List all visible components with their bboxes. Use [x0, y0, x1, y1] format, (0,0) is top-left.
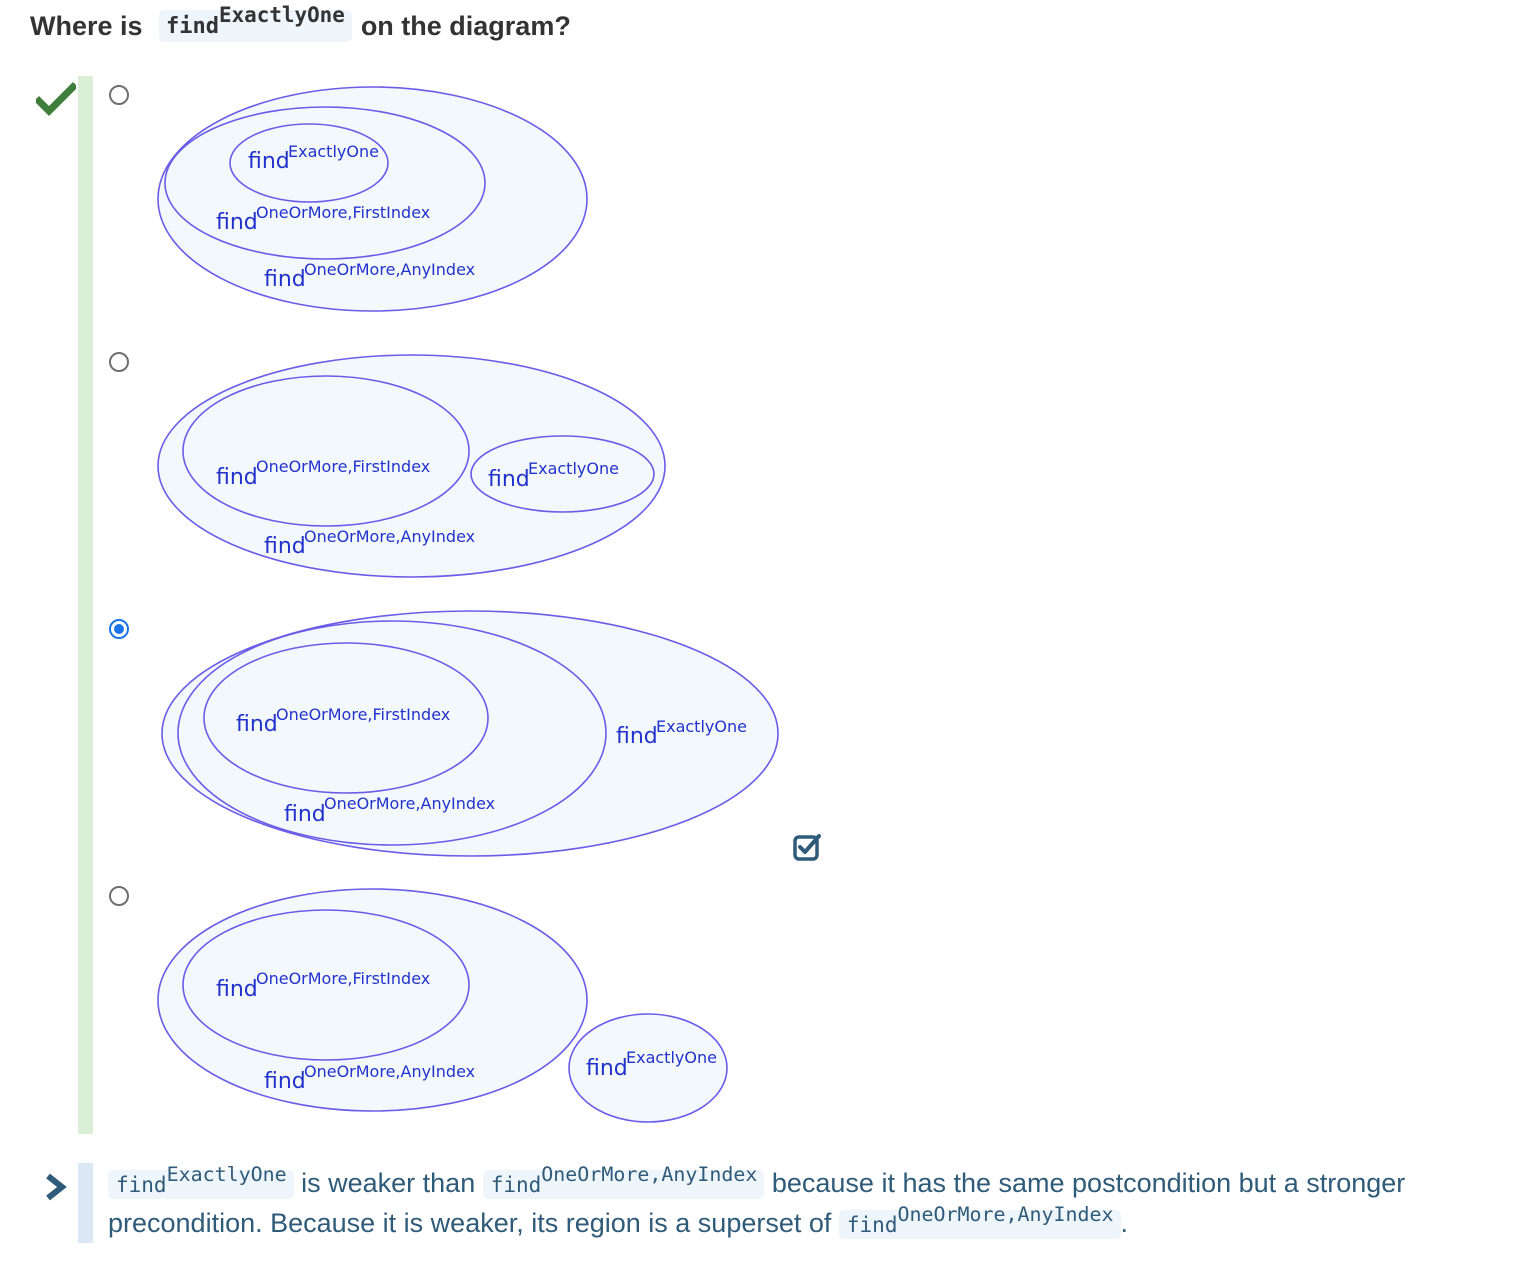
label-exactly-one: ExactlyOne	[528, 459, 619, 478]
question-title: Where is findExactlyOne on the diagram?	[30, 4, 571, 46]
explanation-code-1: findExactlyOne	[108, 1164, 294, 1199]
label-first-index: OneOrMore,FirstIndex	[256, 203, 430, 222]
explanation-code-3: findOneOrMore,AnyIndex	[838, 1204, 1121, 1239]
region-first-index	[203, 642, 489, 794]
option-3-radio[interactable]	[109, 619, 129, 639]
label-find: find	[586, 1056, 628, 1081]
explanation-text-1: is weaker than	[293, 1168, 483, 1198]
region-exactly-one	[568, 1013, 728, 1123]
label-find: find	[616, 724, 658, 749]
region-first-index	[182, 909, 470, 1061]
code-sup: ExactlyOne	[166, 1162, 287, 1187]
label-find: find	[216, 465, 258, 490]
explanation-indicator-bar	[78, 1163, 93, 1243]
label-exactly-one: ExactlyOne	[656, 717, 747, 736]
region-exactly-one	[229, 123, 389, 203]
code-base: find	[116, 1173, 167, 1197]
checkmark-icon	[36, 82, 76, 116]
label-find: find	[264, 267, 306, 292]
code-base: find	[490, 1173, 542, 1197]
label-find: find	[264, 534, 306, 559]
label-find: find	[216, 977, 258, 1002]
explanation-text: findExactlyOne is weaker than findOneOrM…	[108, 1163, 1488, 1243]
option-1-diagram[interactable]: find ExactlyOne find OneOrMore,FirstInde…	[150, 80, 600, 320]
label-find: find	[236, 712, 278, 737]
label-any-index: OneOrMore,AnyIndex	[304, 260, 475, 279]
label-exactly-one: ExactlyOne	[288, 142, 379, 161]
region-first-index	[182, 375, 470, 527]
answers-indicator-bar	[78, 76, 93, 1134]
option-3-diagram[interactable]: find OneOrMore,FirstIndex find OneOrMore…	[155, 604, 785, 864]
question-suffix: on the diagram?	[360, 10, 571, 41]
label-any-index: OneOrMore,AnyIndex	[304, 527, 475, 546]
chevron-right-icon[interactable]	[42, 1172, 70, 1202]
explanation-text-2: because it has the same postcondition bu…	[108, 1168, 1406, 1238]
question-code-base: find	[166, 14, 220, 39]
option-2-radio[interactable]	[109, 352, 129, 372]
label-first-index: OneOrMore,FirstIndex	[256, 969, 430, 988]
question-code: findExactlyOne	[159, 4, 352, 42]
label-any-index: OneOrMore,AnyIndex	[324, 794, 495, 813]
code-sup: OneOrMore,AnyIndex	[541, 1162, 758, 1187]
explanation-text-3: .	[1120, 1208, 1129, 1238]
option-4-diagram[interactable]: find OneOrMore,FirstIndex find OneOrMore…	[150, 881, 740, 1131]
explanation-code-2: findOneOrMore,AnyIndex	[482, 1164, 765, 1199]
label-first-index: OneOrMore,FirstIndex	[276, 705, 450, 724]
label-any-index: OneOrMore,AnyIndex	[304, 1062, 475, 1081]
label-first-index: OneOrMore,FirstIndex	[256, 457, 430, 476]
label-find: find	[216, 210, 258, 235]
checkbox-checked-icon	[793, 834, 821, 861]
label-find: find	[248, 149, 290, 174]
option-1-radio[interactable]	[109, 85, 129, 105]
question-prefix: Where is	[30, 10, 151, 41]
label-exactly-one: ExactlyOne	[626, 1048, 717, 1067]
code-base: find	[846, 1213, 898, 1237]
region-exactly-one	[470, 435, 655, 513]
label-find: find	[284, 802, 326, 827]
label-find: find	[264, 1069, 306, 1094]
label-find: find	[488, 467, 530, 492]
question-code-sup: ExactlyOne	[219, 2, 345, 27]
option-4-radio[interactable]	[109, 886, 129, 906]
option-2-diagram[interactable]: find OneOrMore,FirstIndex find ExactlyOn…	[150, 347, 675, 587]
code-sup: OneOrMore,AnyIndex	[897, 1202, 1114, 1227]
